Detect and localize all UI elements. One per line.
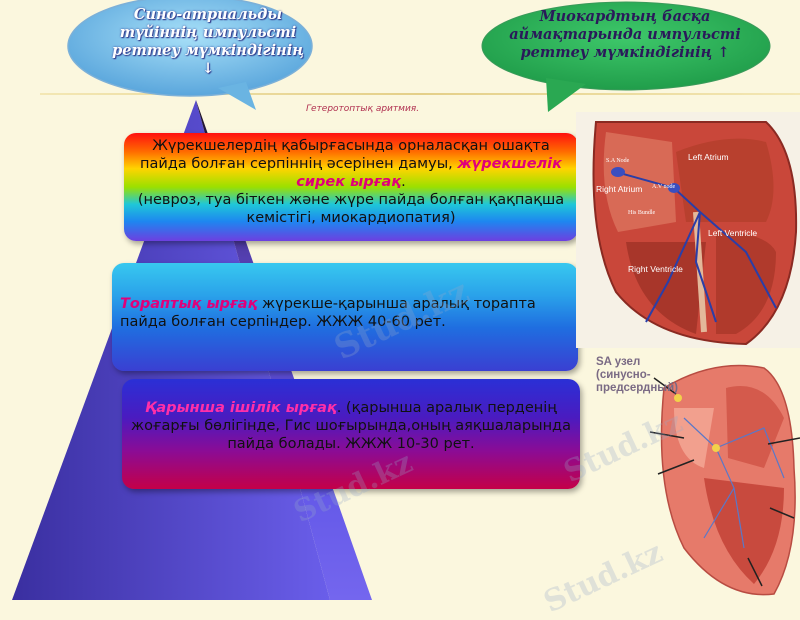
right-speech-bubble xyxy=(481,1,771,112)
atrial-rhythm-period: . xyxy=(401,174,406,190)
nodal-rhythm-text: жүрекше-қарынша аралық торапта пайда бол… xyxy=(120,296,536,330)
left-ventricle-label: Left Ventricle xyxy=(708,228,757,238)
heart-conduction-diagram: S.A Node A.V node His Bundle Left Atrium… xyxy=(576,112,800,348)
divider-line xyxy=(40,93,800,95)
ventricular-rhythm-title: Қарынша ішілік ырғақ xyxy=(145,400,337,416)
nodal-rhythm-title: Тораптық ырғақ xyxy=(120,296,258,312)
right-atrium-label: Right Atrium xyxy=(596,184,642,194)
atrial-rhythm-text: Жүрекшелердің қабырғасында орналасқан ош… xyxy=(140,138,550,172)
heart-sa-node-diagram xyxy=(649,364,800,596)
his-bundle-label: His Bundle xyxy=(628,210,656,216)
atrial-rhythm-box: Жүрекшелердің қабырғасында орналасқан ош… xyxy=(124,133,578,241)
subtitle: Гетеротоптық аритмия. xyxy=(306,104,420,114)
atrial-rhythm-title: жүрекшелік сирек ырғақ xyxy=(296,156,562,190)
right-bubble-text: Миокардтың басқа аймақтарында импульсті … xyxy=(509,8,741,61)
left-speech-bubble xyxy=(67,0,313,110)
ventricular-rhythm-text: . (қарынша аралық перденің жоғарғы бөліг… xyxy=(131,400,571,452)
av-node-label: A.V node xyxy=(652,184,676,190)
ventricular-rhythm-box: Қарынша ішілік ырғақ. (қарынша аралық пе… xyxy=(122,379,580,489)
atrial-rhythm-causes: (невроз, туа біткен және жүре пайда болғ… xyxy=(137,192,565,226)
right-ventricle-label: Right Ventricle xyxy=(628,264,683,274)
nodal-rhythm-box: Тораптық ырғақ жүрекше-қарынша аралық то… xyxy=(112,263,578,371)
sa-node-label: S.A Node xyxy=(606,158,630,164)
sa-node-title: SA узел (синусно-предсердный) xyxy=(596,356,679,394)
left-bubble-text: Сино-атриальды түйіннің импульсті реттеу… xyxy=(112,6,304,77)
left-atrium-label: Left Atrium xyxy=(688,152,729,162)
